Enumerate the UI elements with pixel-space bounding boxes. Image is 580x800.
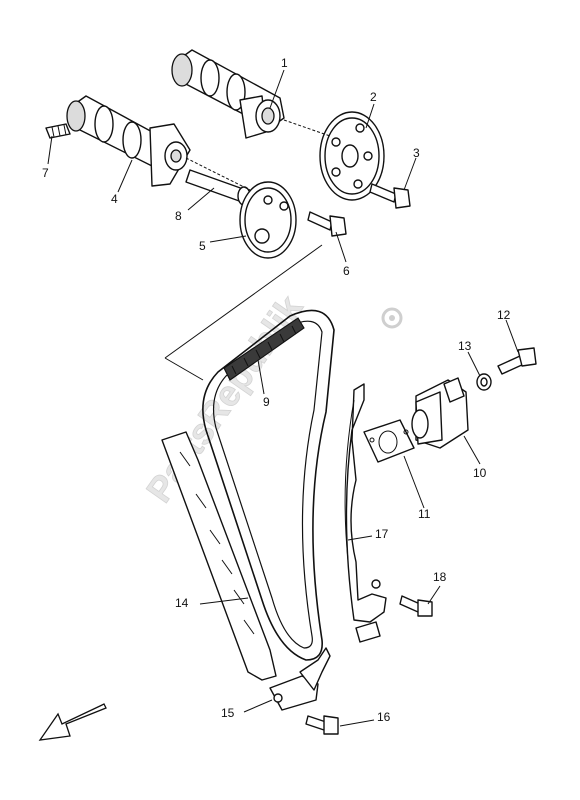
chain-guide-right[interactable] xyxy=(344,383,387,643)
bolt-tensioner-guide[interactable] xyxy=(399,595,433,617)
tensioner-gasket[interactable] xyxy=(363,419,415,463)
chain-guide-left[interactable] xyxy=(161,431,277,681)
shaft[interactable] xyxy=(185,169,251,206)
sprocket-upper[interactable] xyxy=(319,111,385,201)
bolt-upper-sprocket[interactable] xyxy=(369,183,411,209)
callout-labels: 1 2 3 4 5 6 7 8 9 10 11 12 13 14 15 16 1… xyxy=(42,56,511,724)
camshaft-upper[interactable] xyxy=(171,49,285,139)
callout-17: 17 xyxy=(375,527,389,541)
callout-3: 3 xyxy=(413,146,420,160)
callout-1: 1 xyxy=(281,56,288,70)
sprocket-lower[interactable] xyxy=(239,181,297,259)
pin-small[interactable] xyxy=(45,123,71,139)
leader-lines xyxy=(47,69,519,727)
callout-14: 14 xyxy=(175,596,189,610)
timing-chain[interactable] xyxy=(202,309,335,661)
callout-13: 13 xyxy=(458,339,472,353)
chain-tensioner[interactable] xyxy=(411,377,469,449)
callout-9: 9 xyxy=(263,395,270,409)
callout-7: 7 xyxy=(42,166,49,180)
callout-6: 6 xyxy=(343,264,350,278)
bolt-guide-bracket[interactable] xyxy=(305,715,339,735)
bolt-tensioner[interactable] xyxy=(497,347,537,375)
guide-bracket[interactable] xyxy=(269,647,331,711)
direction-arrow-icon xyxy=(38,703,107,741)
callout-16: 16 xyxy=(377,710,391,724)
bolt-lower-sprocket[interactable] xyxy=(307,211,347,237)
camshaft-lower[interactable] xyxy=(66,95,191,187)
callout-11: 11 xyxy=(418,507,431,521)
watermark-gear-icon xyxy=(381,307,403,329)
assembly-lines xyxy=(164,119,331,381)
callout-18: 18 xyxy=(433,570,447,584)
callout-8: 8 xyxy=(175,209,182,223)
callout-15: 15 xyxy=(221,706,235,720)
callout-2: 2 xyxy=(370,90,377,104)
callout-4: 4 xyxy=(111,192,118,206)
callout-12: 12 xyxy=(497,308,511,322)
callout-10: 10 xyxy=(473,466,487,480)
washer[interactable] xyxy=(476,373,492,391)
callout-5: 5 xyxy=(199,239,206,253)
